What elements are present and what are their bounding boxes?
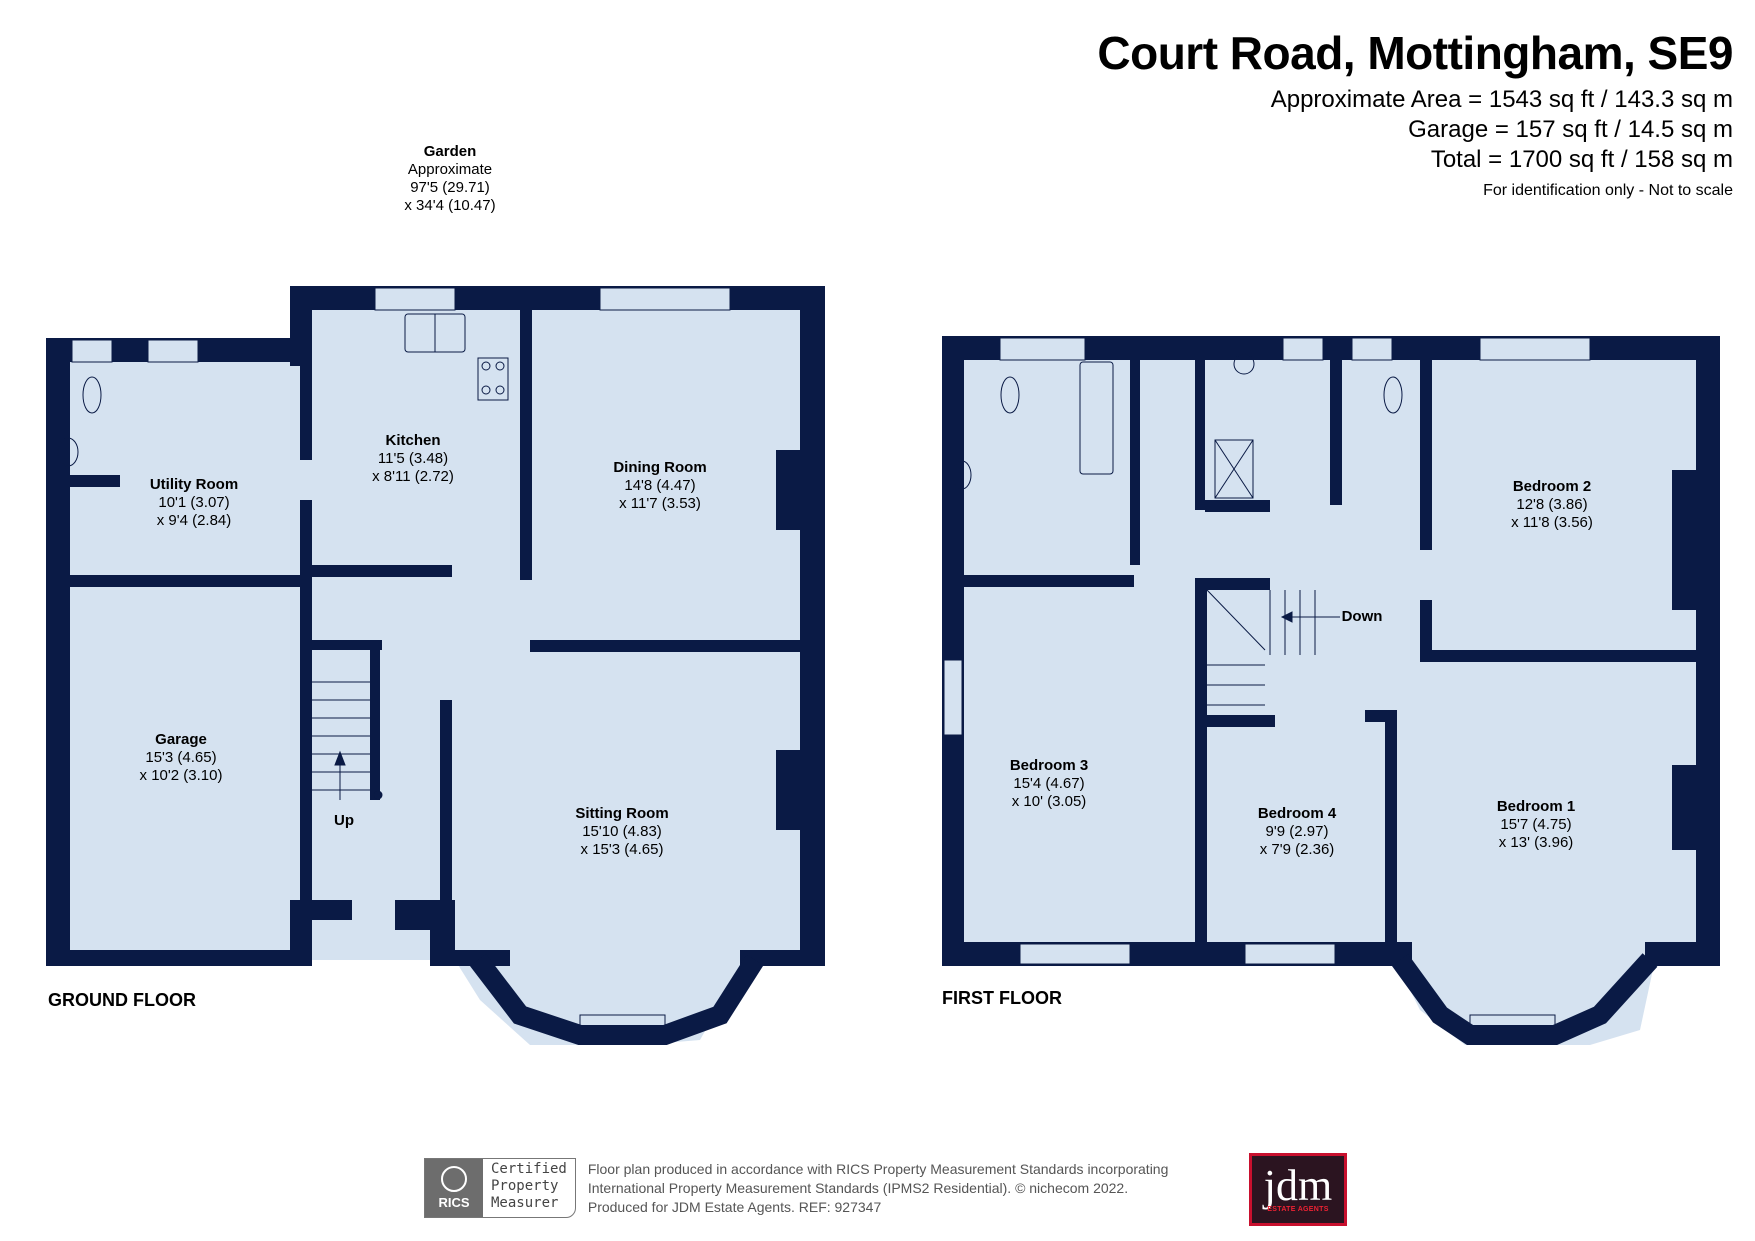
total-area: Total = 1700 sq ft / 158 sq m: [1430, 146, 1733, 173]
room-bedroom-2: Bedroom 2 12'8 (3.86) x 11'8 (3.56): [1511, 478, 1593, 532]
rics-badge-text: Certified Property Measurer: [483, 1159, 575, 1217]
footer-statement: Floor plan produced in accordance with R…: [588, 1160, 1169, 1217]
room-dim2: x 10' (3.05): [1011, 793, 1087, 810]
room-utility: Utility Room 10'1 (3.07) x 9'4 (2.84): [150, 476, 238, 530]
stairs-up-label: Up: [334, 812, 354, 830]
room-dim1: 15'3 (4.65): [145, 749, 217, 766]
room-dim1: 15'4 (4.67): [1013, 775, 1085, 792]
badge-line: Property: [491, 1178, 559, 1194]
down-text: Down: [1341, 608, 1383, 625]
garden-name: Garden: [423, 143, 477, 160]
approximate-area: Approximate Area = 1543 sq ft / 143.3 sq…: [1270, 86, 1733, 113]
footer: RICS Certified Property Measurer Floor p…: [424, 1157, 1168, 1219]
up-text: Up: [334, 812, 354, 829]
garden-label: Garden Approximate 97'5 (29.71) x 34'4 (…: [395, 143, 505, 215]
garden-approx: Approximate: [407, 161, 493, 178]
room-garage: Garage 15'3 (4.65) x 10'2 (3.10): [140, 731, 223, 785]
garage-area: Garage = 157 sq ft / 14.5 sq m: [1408, 116, 1733, 143]
ground-floor-fixtures: [57, 313, 509, 467]
room-name: Garage: [155, 731, 207, 748]
scale-disclaimer: For identification only - Not to scale: [1483, 182, 1733, 199]
room-bedroom-1: Bedroom 1 15'7 (4.75) x 13' (3.96): [1497, 798, 1575, 852]
room-name: Dining Room: [613, 459, 707, 476]
room-dim2: x 15'3 (4.65): [580, 841, 664, 858]
room-dim1: 9'9 (2.97): [1265, 823, 1329, 840]
room-dim2: x 10'2 (3.10): [139, 767, 223, 784]
ground-floor-walls: [46, 286, 825, 966]
ground-floor-stairs: [312, 681, 383, 800]
badge-line: Measurer: [491, 1195, 559, 1211]
room-dim2: x 13' (3.96): [1498, 834, 1574, 851]
room-name: Bedroom 3: [1009, 757, 1089, 774]
area-summary: Approximate Area = 1543 sq ft / 143.3 sq…: [1271, 85, 1733, 175]
ground-floor-plan: [48, 290, 825, 1045]
room-kitchen: Kitchen 11'5 (3.48) x 8'11 (2.72): [372, 432, 454, 486]
property-title: Court Road, Mottingham, SE9: [1097, 27, 1733, 79]
room-name: Bedroom 1: [1496, 798, 1576, 815]
room-name: Bedroom 4: [1257, 805, 1337, 822]
room-dim2: x 11'7 (3.53): [619, 495, 701, 512]
room-dim2: x 9'4 (2.84): [156, 512, 232, 529]
room-sitting: Sitting Room 15'10 (4.83) x 15'3 (4.65): [575, 805, 668, 859]
room-bedroom-3: Bedroom 3 15'4 (4.67) x 10' (3.05): [1010, 757, 1088, 811]
first-floor-bay: [1391, 953, 1658, 1045]
first-floor-fixtures: [952, 353, 1403, 499]
garden-dim1: 97'5 (29.71): [410, 179, 490, 196]
rics-logo: RICS: [425, 1159, 483, 1217]
room-dim1: 12'8 (3.86): [1516, 496, 1588, 513]
room-name: Sitting Room: [575, 805, 669, 822]
footer-line: Floor plan produced in accordance with R…: [587, 1160, 1169, 1177]
room-bedroom-4: Bedroom 4 9'9 (2.97) x 7'9 (2.36): [1258, 805, 1336, 859]
rics-lion-icon: [441, 1166, 467, 1192]
room-dim1: 10'1 (3.07): [158, 494, 230, 511]
room-name: Kitchen: [385, 432, 441, 449]
rics-mark: RICS: [438, 1195, 470, 1210]
footer-line: Produced for JDM Estate Agents. REF: 927…: [587, 1198, 882, 1215]
room-name: Bedroom 2: [1512, 478, 1592, 495]
room-dining: Dining Room 14'8 (4.47) x 11'7 (3.53): [613, 459, 706, 513]
footer-line: International Property Measurement Stand…: [587, 1179, 1129, 1196]
rics-certified-badge: RICS Certified Property Measurer: [424, 1158, 576, 1218]
first-floor-stairs: [1206, 589, 1340, 706]
garden-dim2: x 34'4 (10.47): [404, 197, 496, 214]
ground-floor-bay: [470, 953, 764, 1045]
room-dim2: x 7'9 (2.36): [1259, 841, 1335, 858]
stairs-down-label: Down: [1342, 608, 1383, 626]
room-dim2: x 8'11 (2.72): [372, 468, 454, 485]
room-dim2: x 11'8 (3.56): [1511, 514, 1593, 531]
room-name: Utility Room: [149, 476, 239, 493]
jdm-logo-text: jdm: [1263, 1161, 1333, 1210]
room-dim1: 14'8 (4.47): [624, 477, 696, 494]
room-dim1: 15'10 (4.83): [582, 823, 662, 840]
jdm-logo: jdm ESTATE AGENTS: [1249, 1153, 1347, 1226]
jdm-logo-sub: ESTATE AGENTS: [1267, 1206, 1329, 1213]
room-dim1: 11'5 (3.48): [377, 450, 449, 467]
first-floor-label: FIRST FLOOR: [942, 988, 1062, 1008]
badge-line: Certified: [491, 1161, 567, 1177]
ground-floor-label: GROUND FLOOR: [48, 990, 196, 1010]
room-dim1: 15'7 (4.75): [1500, 816, 1572, 833]
